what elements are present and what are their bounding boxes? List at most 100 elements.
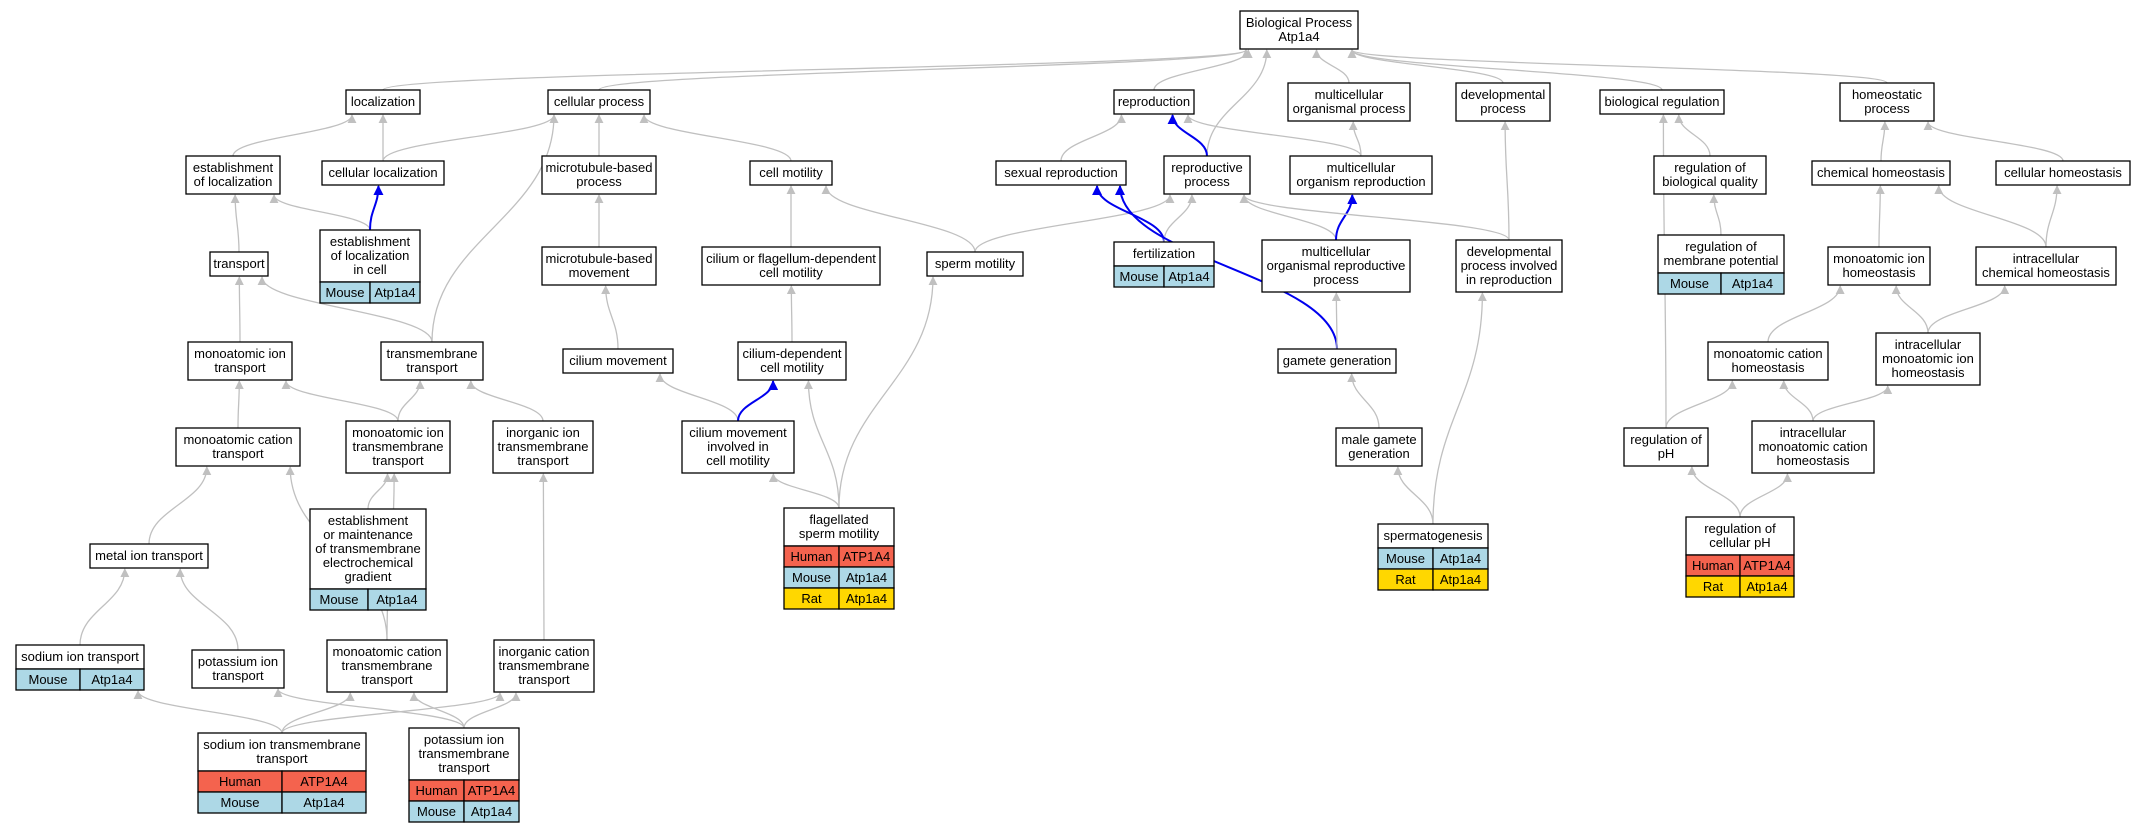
go-term-node-localization[interactable]: localization [345,89,421,115]
gene-cell [463,800,520,823]
go-term-node-sexual_reproduction[interactable]: sexual reproduction [995,160,1127,186]
node-box [783,507,895,547]
node-box [345,420,451,474]
node-box [1653,155,1767,195]
node-label-line: process [1864,101,1910,116]
node-label-line: metal ion transport [95,548,203,563]
node-box [345,89,421,115]
node-label-line: sodium ion transport [21,649,139,664]
edge-developmental_process_involved_in_reproduction-to-developmental_process [1500,121,1510,241]
node-label-line: homeostasis [1732,360,1805,375]
go-term-node-metal_ion_transport[interactable]: metal ion transport [89,543,209,569]
node-box [1707,341,1829,381]
node-box [1623,427,1709,467]
gene-cell [1739,575,1795,598]
go-term-node-cellular_localization[interactable]: cellular localization [321,160,445,186]
node-label-line: organismal reproductive [1267,258,1406,273]
edge-cellular_localization-to-cellular_process [382,114,559,162]
node-label-line: regulation of [1630,432,1702,447]
node-label-line: spermatogenesis [1384,528,1483,543]
edge-regulation_of_cellular_ph-to-regulation_of_ph [1687,466,1741,518]
go-term-node-gamete_generation[interactable]: gamete generation [1277,348,1397,374]
species-label: Human [791,549,833,564]
go-term-node-biological_regulation[interactable]: biological regulation [1599,89,1725,115]
edge-potassium_ion_transmembrane_transport-to-inorganic_cation_transmembrane_transport [463,692,521,729]
node-label-line: process [1480,101,1526,116]
go-term-node-cellular_homeostasis[interactable]: cellular homeostasis [1995,160,2131,186]
gene-cell [1163,265,1215,288]
edge-cilium_dependent_cell_motility-to-cilium_or_flagellum_dependent_cell_motility [786,285,796,343]
node-box [541,155,657,195]
node-label-line: homeostatic [1852,87,1923,102]
go-term-node-cellular_process[interactable]: cellular process [547,89,651,115]
edge-multicellular_organismal_reproductive_process-to-multicellular_organism_reproduction [1335,194,1358,241]
go-term-node-chemical_homeostasis[interactable]: chemical homeostasis [1811,160,1951,186]
edge-sperm_motility-to-reproductive_process [974,194,1175,253]
edge-layer [79,49,2064,734]
edge-monoatomic_cation_homeostasis-to-monoatomic_ion_homeostasis [1767,285,1845,343]
go-term-node-transport[interactable]: transport [209,251,269,277]
node-label-line: cilium movement [689,425,787,440]
go-term-node-potassium_ion_transmembrane_transport[interactable]: potassium iontransmembranetransportHuman… [408,727,520,823]
node-box [309,508,427,590]
node-label-line: or maintenance [323,527,413,542]
go-term-node-sperm_motility[interactable]: sperm motility [926,251,1024,277]
node-box [1377,523,1489,549]
edge-intracellular_monoatomic_ion_homeostasis-to-intracellular_chemical_homeostasis [1927,285,2010,334]
go-term-node-cell_motility[interactable]: cell motility [749,160,833,186]
gene-symbol-label: ATP1A4 [843,549,890,564]
go-term-node-reproduction[interactable]: reproduction [1113,89,1195,115]
gene-symbol-label: Atp1a4 [471,804,512,819]
edge-intracellular_monoatomic_cation_homeostasis-to-intracellular_monoatomic_ion_homeostasis [1812,385,1893,422]
node-box [319,229,421,283]
gene-cell [838,587,895,610]
node-label-line: potassium ion [198,654,278,669]
node-label-line: developmental [1461,87,1546,102]
node-label-line: transport [406,360,458,375]
node-label-line: establishment [328,513,409,528]
node-box [1113,89,1195,115]
edge-multicellular_organism_reproduction-to-multicellular_organismal_process [1348,121,1362,157]
go-term-node-cilium_movement[interactable]: cilium movement [562,348,674,374]
